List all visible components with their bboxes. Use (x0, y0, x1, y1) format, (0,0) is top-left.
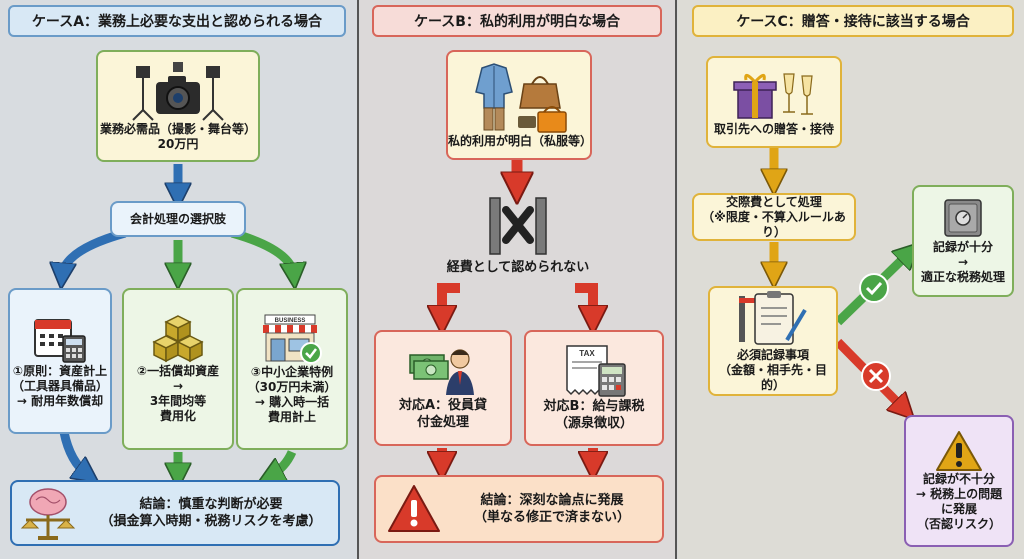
header-label: ケースA：業務上必要な支出と認められる場合 (31, 14, 323, 30)
clipboard-icon (739, 290, 807, 345)
record-box: 必須記録事項 （金額・相手先・目的） (708, 286, 838, 396)
safe-icon (944, 198, 982, 237)
response-a-box: 対応A：役員貸 付金処理 (374, 330, 512, 446)
response-a-detail: 付金処理 (416, 415, 469, 430)
shop-icon: BUSINESS (263, 314, 322, 364)
option-3-result: → 購入時一括 (254, 395, 330, 409)
tax-label: TAX (579, 349, 595, 358)
response-b-detail: （源泉徴収） (554, 416, 633, 431)
rejected-gate-icon (489, 197, 547, 255)
conclusion-detail: （単なる修正で済まない） (473, 510, 630, 525)
equipment-box: 業務必需品（撮影・舞台等） 20万円 (96, 50, 260, 162)
option-3-title: ③中小企業特例 (250, 365, 334, 379)
option-1-title: ①原則：資産計上 (12, 363, 108, 378)
entertainment-detail: （※限度・不算入ルールあり） (702, 209, 846, 239)
ng-result: → 税務上の問題 (915, 487, 1003, 501)
case-b-conclusion: 結論：深刻な論点に発展 （単なる修正で済まない） (374, 475, 664, 543)
gift-champagne-icon (733, 72, 813, 119)
conclusion-detail: （損金算入時期・税務リスクを考慮） (100, 514, 322, 529)
calendar-calculator-icon (34, 318, 86, 363)
boxes-icon (152, 315, 204, 363)
item-label: 業務必需品（撮影・舞台等） (99, 122, 256, 136)
ng-title: 記録が不十分 (922, 472, 995, 486)
option-1-result: → 耐用年数償却 (16, 393, 104, 408)
case-b-header: ケースB：私的利用が明白な場合 (372, 5, 662, 37)
record-title: 必須記録事項 (736, 347, 809, 362)
header-label: ケースC：贈答・接待に該当する場合 (736, 14, 970, 30)
response-b-box: TAX 対応B：給与課税 （源泉徴収） (524, 330, 664, 446)
response-b-title: 対応B：給与課税 (543, 399, 645, 414)
shop-sign: BUSINESS (275, 318, 306, 324)
clothes-bags-icon (475, 62, 567, 133)
check-badge-icon (859, 273, 889, 303)
option-2-title: ②一括償却資産 (136, 364, 220, 378)
option-2-result: 費用化 (159, 409, 196, 423)
case-c-header: ケースC：贈答・接待に該当する場合 (692, 5, 1014, 37)
warning-icon (388, 485, 440, 532)
option-1-box: ①原則：資産計上 （工具器具備品） → 耐用年数償却 (8, 288, 112, 434)
option-3-detail: （30万円未満） (247, 380, 337, 394)
warning-icon (936, 431, 982, 471)
option-1-detail: （工具器具備品） (11, 378, 108, 393)
option-2-detail: 3年間均等 (149, 394, 207, 408)
ok-arrow: → (957, 254, 969, 269)
conclusion-title: 結論：深刻な論点に発展 (480, 493, 624, 508)
divider (675, 0, 677, 559)
rejected-label: 経費として認められない (446, 260, 590, 275)
gift-box: 取引先への贈答・接待 (706, 56, 842, 148)
item-label: 取引先への贈答・接待 (713, 121, 834, 136)
ok-box: 記録が十分 → 適正な税務処理 (912, 185, 1014, 297)
option-3-result-2: 費用計上 (267, 410, 316, 424)
camera-lights-icon (132, 62, 224, 121)
options-label: 会計処理の選択肢 (129, 211, 226, 226)
ok-title: 記録が十分 (932, 239, 993, 254)
option-2-box: ②一括償却資産 → 3年間均等 費用化 (122, 288, 234, 450)
item-label: 私的利用が明白（私服等） (448, 133, 593, 148)
cross-badge-icon (861, 361, 891, 391)
private-use-box: 私的利用が明白（私服等） (446, 50, 592, 160)
header-label: ケースB：私的利用が明白な場合 (414, 14, 620, 30)
loan-person-icon (409, 349, 474, 395)
entertainment-box: 交際費として処理 （※限度・不算入ルールあり） (692, 193, 856, 241)
tax-calculator-icon: TAX (566, 345, 626, 397)
ng-risk: （否認リスク） (916, 517, 1001, 531)
conclusion-title: 結論：慎重な判断が必要 (139, 497, 283, 512)
ng-box: 記録が不十分 → 税務上の問題 に発展 （否認リスク） (904, 415, 1014, 547)
case-a-header: ケースA：業務上必要な支出と認められる場合 (8, 5, 346, 37)
entertainment-title: 交際費として処理 (726, 194, 822, 209)
response-a-title: 対応A：役員貸 (398, 398, 488, 413)
case-a-conclusion: 結論：慎重な判断が必要 （損金算入時期・税務リスクを考慮） (10, 480, 340, 546)
ok-result: 適正な税務処理 (920, 269, 1005, 284)
brain-scale-icon (20, 488, 76, 540)
ng-result-2: に発展 (940, 502, 977, 516)
record-detail: （金額・相手先・目的） (718, 362, 827, 392)
option-2-arrow: → (172, 379, 184, 393)
options-box: 会計処理の選択肢 (110, 201, 246, 237)
item-price: 20万円 (157, 137, 199, 151)
option-3-box: BUSINESS ③中小企業特例 （30万円未満） → 購入時一括 費用計上 (236, 288, 348, 450)
divider (357, 0, 359, 559)
